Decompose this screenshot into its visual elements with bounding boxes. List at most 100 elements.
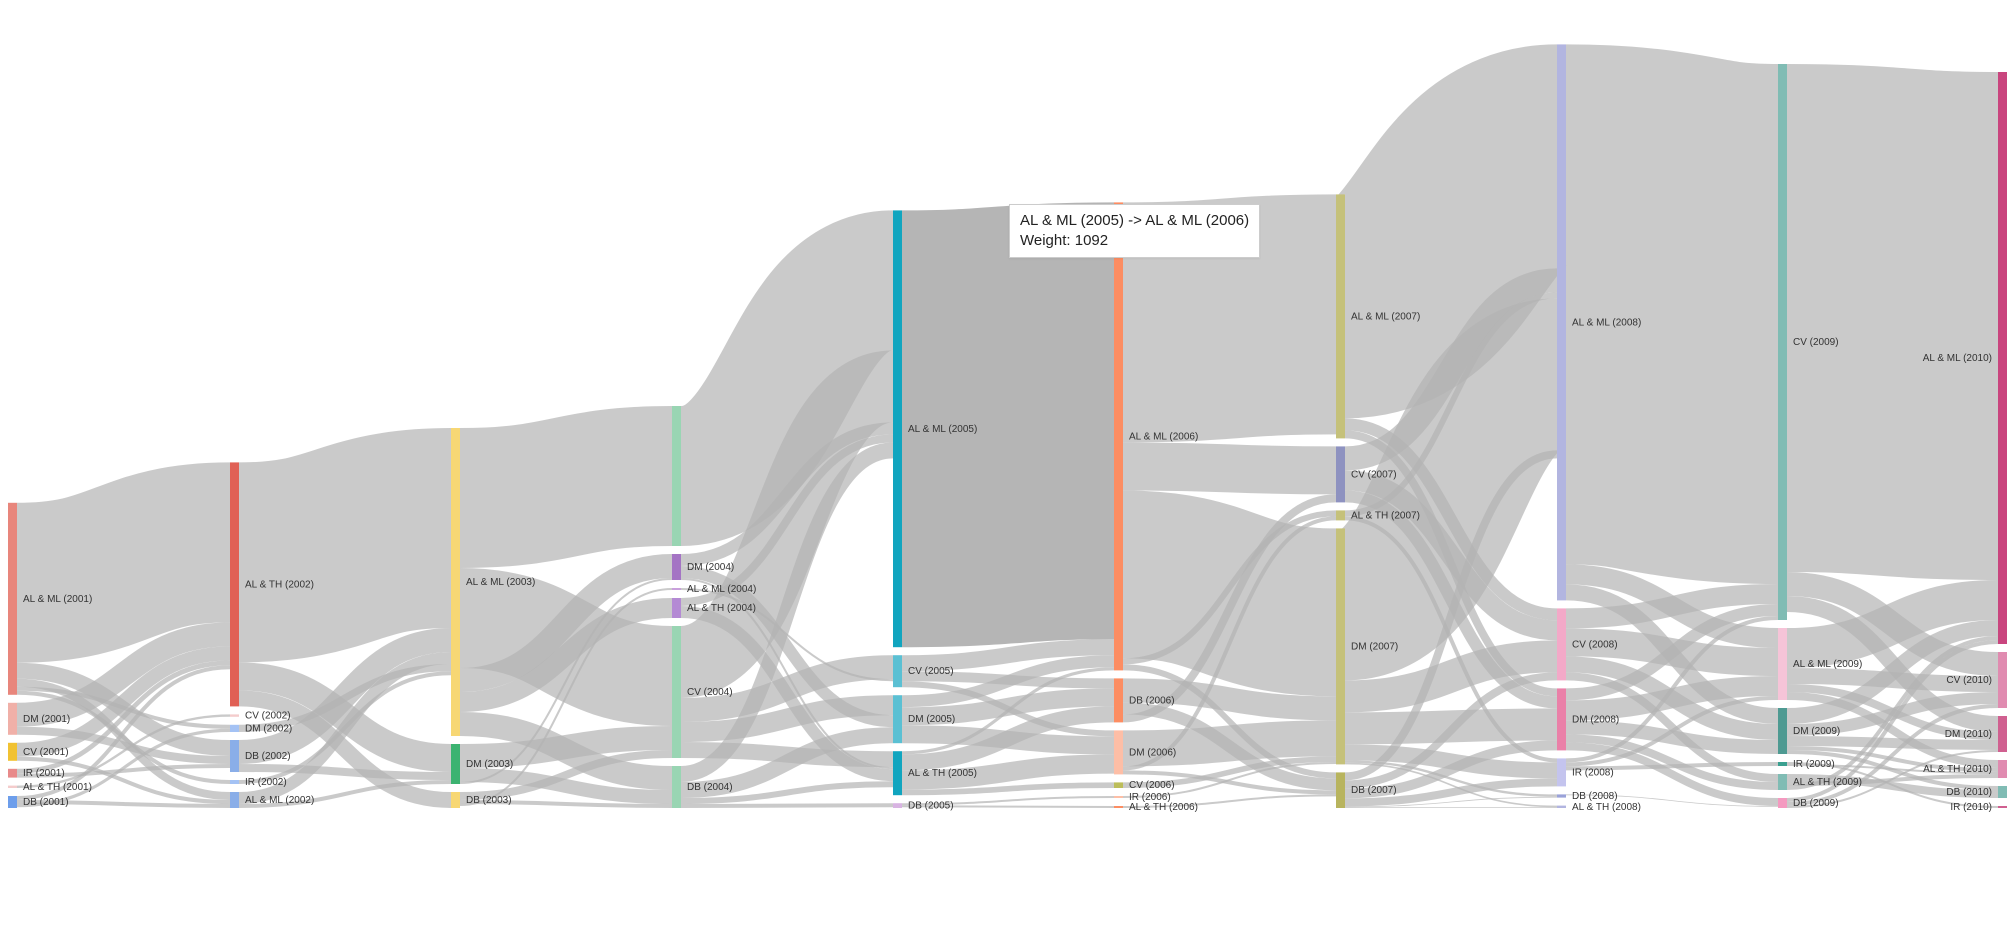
- sankey-link[interactable]: [1344, 744, 1558, 779]
- sankey-node[interactable]: [230, 740, 239, 772]
- sankey-link[interactable]: [1786, 774, 1999, 798]
- sankey-link[interactable]: [459, 800, 673, 808]
- sankey-node[interactable]: [1998, 760, 2007, 778]
- sankey-link[interactable]: [680, 781, 894, 804]
- sankey-link[interactable]: [1565, 742, 1779, 806]
- sankey-node[interactable]: [8, 785, 17, 788]
- sankey-node[interactable]: [1557, 608, 1566, 681]
- sankey-link[interactable]: [459, 768, 673, 804]
- sankey-link[interactable]: [1786, 640, 1999, 802]
- sankey-link[interactable]: [1344, 640, 1558, 713]
- sankey-link[interactable]: [16, 728, 231, 808]
- sankey-node[interactable]: [230, 792, 239, 808]
- sankey-node[interactable]: [893, 803, 902, 808]
- sankey-node[interactable]: [451, 428, 460, 736]
- sankey-link[interactable]: [901, 639, 1115, 672]
- sankey-link[interactable]: [1565, 604, 1779, 701]
- sankey-node[interactable]: [893, 751, 902, 796]
- sankey-link[interactable]: [459, 406, 673, 568]
- sankey-node[interactable]: [672, 598, 681, 618]
- sankey-node[interactable]: [230, 724, 239, 732]
- sankey-link[interactable]: [238, 662, 452, 772]
- sankey-node[interactable]: [1336, 772, 1345, 808]
- sankey-link[interactable]: [1786, 692, 1999, 768]
- sankey-link[interactable]: [901, 782, 1115, 796]
- sankey-node[interactable]: [672, 766, 681, 808]
- sankey-link[interactable]: [1344, 672, 1558, 789]
- sankey-link[interactable]: [1786, 764, 1999, 774]
- sankey-node[interactable]: [230, 714, 239, 717]
- sankey-link[interactable]: [1122, 762, 1337, 798]
- sankey-link[interactable]: [901, 688, 1115, 726]
- sankey-link[interactable]: [459, 750, 673, 800]
- sankey-link[interactable]: [459, 554, 673, 692]
- sankey-link[interactable]: [680, 566, 894, 728]
- sankey-node[interactable]: [1778, 628, 1787, 700]
- sankey-node[interactable]: [1336, 510, 1345, 521]
- sankey-link[interactable]: [680, 803, 894, 808]
- sankey-node[interactable]: [672, 626, 681, 758]
- sankey-link[interactable]: [15, 462, 232, 663]
- sankey-link[interactable]: [16, 646, 231, 757]
- sankey-link[interactable]: [1344, 778, 1558, 807]
- sankey-link[interactable]: [1786, 746, 1999, 772]
- sankey-link[interactable]: [1565, 762, 1779, 771]
- sankey-node[interactable]: [672, 406, 681, 546]
- sankey-link[interactable]: [1786, 750, 1999, 808]
- sankey-link[interactable]: [1565, 616, 1779, 763]
- sankey-node[interactable]: [1114, 730, 1123, 775]
- sankey-link[interactable]: [901, 202, 1115, 648]
- sankey-link[interactable]: [680, 422, 894, 566]
- sankey-link[interactable]: [1122, 516, 1337, 771]
- sankey-link[interactable]: [680, 727, 894, 798]
- sankey-link[interactable]: [1786, 736, 1999, 750]
- sankey-link[interactable]: [901, 667, 1115, 755]
- sankey-node[interactable]: [1114, 796, 1123, 798]
- sankey-link[interactable]: [1122, 442, 1337, 495]
- sankey-link[interactable]: [680, 606, 894, 782]
- sankey-link[interactable]: [16, 622, 231, 727]
- sankey-link[interactable]: [1786, 620, 1999, 724]
- sankey-link[interactable]: [16, 726, 231, 764]
- sankey-link[interactable]: [1122, 794, 1337, 808]
- sankey-node[interactable]: [1998, 806, 2007, 808]
- sankey-link[interactable]: [1344, 450, 1558, 781]
- sankey-link[interactable]: [16, 665, 231, 800]
- sankey-link[interactable]: [901, 805, 1115, 808]
- sankey-node[interactable]: [1114, 202, 1123, 671]
- sankey-link[interactable]: [459, 598, 673, 712]
- sankey-link[interactable]: [238, 690, 452, 808]
- sankey-link[interactable]: [1122, 194, 1337, 443]
- sankey-node[interactable]: [1557, 44, 1566, 601]
- sankey-node[interactable]: [1557, 805, 1566, 808]
- sankey-node[interactable]: [893, 655, 902, 688]
- sankey-link[interactable]: [238, 780, 452, 808]
- sankey-node[interactable]: [1778, 64, 1787, 620]
- sankey-link[interactable]: [1565, 720, 1779, 754]
- sankey-node[interactable]: [1557, 758, 1566, 787]
- sankey-link[interactable]: [1122, 720, 1337, 767]
- sankey-link[interactable]: [1122, 756, 1337, 788]
- sankey-link[interactable]: [238, 664, 452, 732]
- sankey-node[interactable]: [230, 780, 239, 784]
- sankey-link[interactable]: [674, 210, 900, 546]
- sankey-link[interactable]: [16, 690, 231, 784]
- sankey-node[interactable]: [893, 695, 902, 744]
- sankey-node[interactable]: [1998, 716, 2007, 752]
- sankey-node[interactable]: [230, 462, 239, 707]
- sankey-link[interactable]: [901, 796, 1115, 806]
- sankey-node[interactable]: [1114, 678, 1123, 723]
- sankey-node[interactable]: [8, 502, 17, 695]
- sankey-link[interactable]: [1122, 494, 1337, 723]
- sankey-link[interactable]: [16, 756, 231, 804]
- sankey-link[interactable]: [1121, 490, 1338, 697]
- sankey-link[interactable]: [238, 671, 452, 784]
- sankey-link[interactable]: [1565, 696, 1779, 767]
- sankey-link[interactable]: [459, 578, 673, 784]
- sankey-link[interactable]: [1563, 44, 1781, 584]
- sankey-node[interactable]: [451, 792, 460, 808]
- sankey-link[interactable]: [459, 726, 673, 768]
- sankey-link[interactable]: [1565, 676, 1779, 721]
- sankey-node[interactable]: [1998, 786, 2007, 798]
- sankey-link[interactable]: [680, 578, 894, 770]
